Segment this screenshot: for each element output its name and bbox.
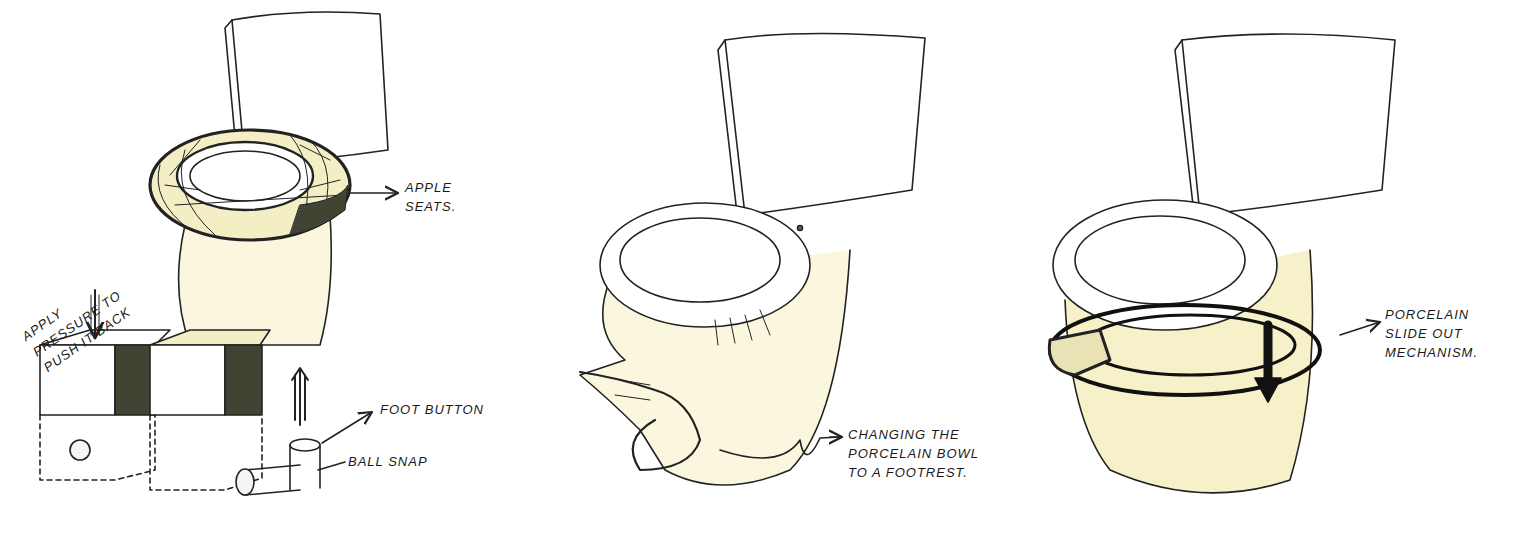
annotation-label: CHANGING THE PORCELAIN BOWL TO A FOOTRES… [848, 425, 998, 482]
toilet-slide-out [1049, 34, 1395, 493]
annotation-label: APPLE SEATS. [405, 178, 485, 216]
toilet-footrest [580, 33, 925, 485]
annotation-label: PORCELAIN SLIDE OUT MECHANISM. [1385, 305, 1500, 362]
annotation-label: FOOT BUTTON [380, 400, 540, 419]
toilet-apple-seat [40, 12, 398, 495]
annotation-label: BALL SNAP [348, 452, 478, 471]
